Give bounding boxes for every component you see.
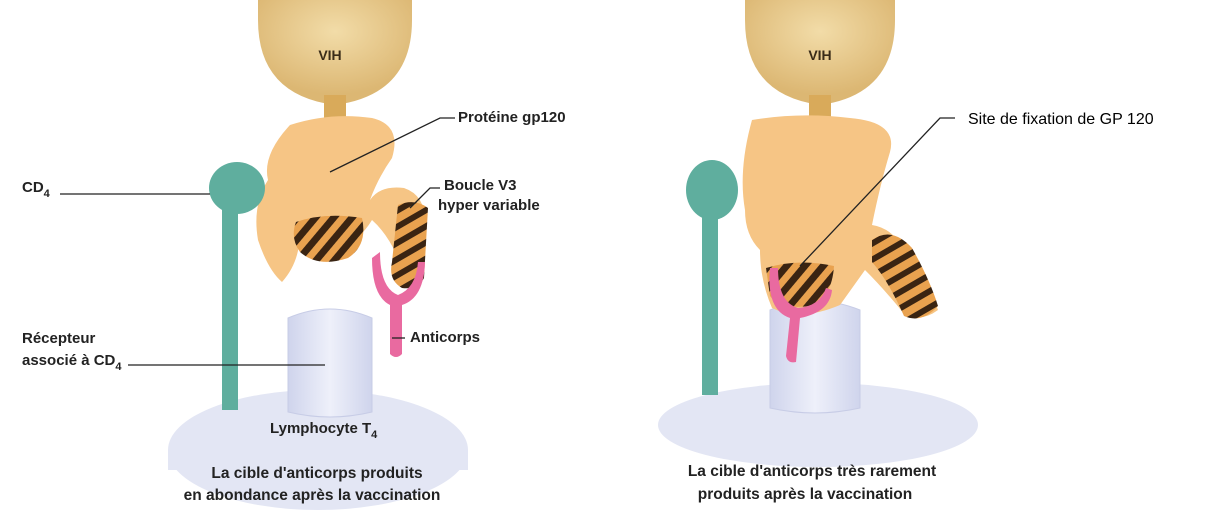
receptor-label-line2: associé à CD4 bbox=[22, 352, 122, 373]
right-cd4-stalk bbox=[702, 205, 718, 395]
right-virus-label: VIH bbox=[808, 47, 831, 63]
left-virus-label: VIH bbox=[318, 47, 341, 63]
receptor-label-line1: Récepteur bbox=[22, 330, 96, 347]
receptor-co-receptor bbox=[288, 309, 372, 417]
right-caption-line2: produits après la vaccination bbox=[698, 486, 912, 503]
left-caption-line2: en abondance après la vaccination bbox=[184, 487, 441, 504]
antibody-label: Anticorps bbox=[410, 329, 480, 346]
v3-label-line1: Boucle V3 bbox=[444, 177, 517, 194]
right-receptor bbox=[770, 301, 860, 413]
right-caption-line1: La cible d'anticorps très rarement bbox=[688, 463, 936, 480]
gp120-label: Protéine gp120 bbox=[458, 109, 566, 126]
left-panel: VIH CD4 Protéine gp120 Boucle V3 hyper v… bbox=[22, 0, 566, 510]
cd4-binding-site bbox=[294, 216, 364, 262]
cd4-stalk bbox=[222, 205, 238, 410]
v3-label-line2: hyper variable bbox=[438, 197, 540, 214]
cd4-head bbox=[209, 162, 265, 214]
left-caption-line1: La cible d'anticorps produits bbox=[211, 465, 422, 482]
right-panel: VIH Site de fixation de GP 120 La cible … bbox=[658, 0, 1154, 503]
site-label: Site de fixation de GP 120 bbox=[968, 111, 1154, 128]
cd4-label: CD4 bbox=[22, 179, 51, 200]
right-cd4-head bbox=[686, 160, 738, 220]
